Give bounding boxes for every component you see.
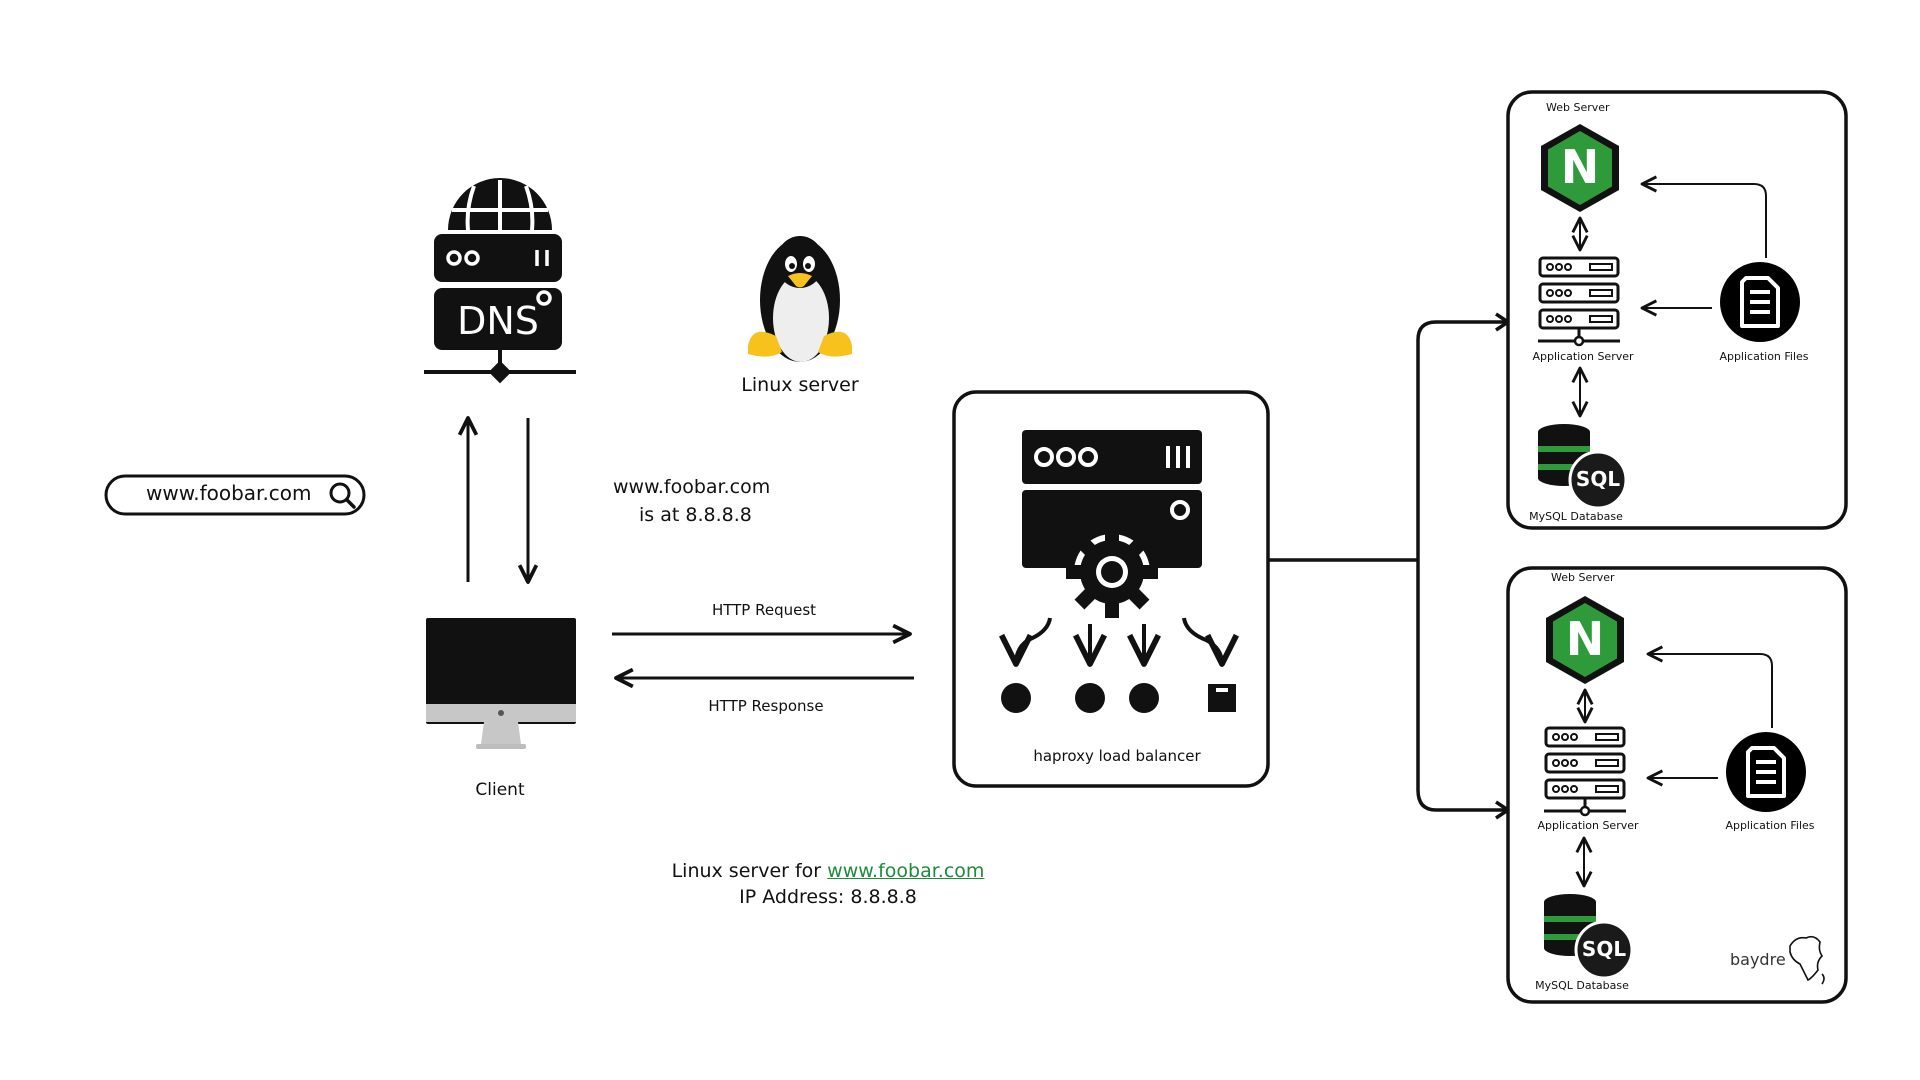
- files-to-nginx-arrow: [1646, 645, 1773, 728]
- app-server-label: Application Server: [1532, 350, 1634, 363]
- http-request-label: HTTP Request: [711, 601, 817, 619]
- web-server-label: Web Server: [1551, 571, 1615, 584]
- search-input[interactable]: www.foobar.com: [146, 481, 312, 505]
- load-balancer-icon: [999, 430, 1239, 713]
- server-caption: Linux server for www.foobar.com: [672, 862, 985, 881]
- linux-tux-icon: [748, 236, 852, 362]
- mysql-database-label: MySQL Database: [1529, 510, 1623, 523]
- app-files-label: Application Files: [1719, 350, 1809, 363]
- dns-server-icon: [424, 178, 576, 384]
- client-monitor-icon: [426, 618, 576, 749]
- nginx-letter: N: [1565, 612, 1605, 666]
- sql-badge: SQL: [1575, 467, 1621, 491]
- dns-label: DNS: [457, 299, 539, 343]
- ip-address-label: IP Address: 8.8.8.8: [739, 886, 917, 908]
- foobar-link[interactable]: www.foobar.com: [827, 860, 985, 882]
- dns-answer-line2: is at 8.8.8.8: [639, 504, 752, 526]
- linux-server-label: Linux server: [741, 374, 859, 396]
- files-to-nginx-arrow: [1640, 175, 1767, 258]
- dns-answer-line1: www.foobar.com: [613, 476, 771, 498]
- web-server-label: Web Server: [1546, 101, 1610, 114]
- baydre-logo-text: baydre: [1730, 950, 1786, 969]
- nginx-letter: N: [1560, 140, 1600, 194]
- baydre-logo-mark: [1789, 935, 1825, 985]
- server-caption-prefix: Linux server for: [671, 860, 828, 882]
- app-files-label: Application Files: [1725, 819, 1815, 832]
- client-label: Client: [475, 780, 525, 800]
- sql-badge: SQL: [1581, 937, 1627, 961]
- mysql-database-label: MySQL Database: [1535, 979, 1629, 992]
- app-files-icon: [1718, 260, 1802, 344]
- lb-to-servers-connector: [1268, 312, 1510, 820]
- search-bar[interactable]: [104, 474, 366, 516]
- app-files-icon: [1724, 730, 1808, 814]
- app-server-label: Application Server: [1537, 819, 1639, 832]
- http-response-label: HTTP Response: [708, 697, 824, 715]
- load-balancer-label: haproxy load balancer: [1033, 747, 1201, 765]
- search-icon[interactable]: [329, 482, 356, 509]
